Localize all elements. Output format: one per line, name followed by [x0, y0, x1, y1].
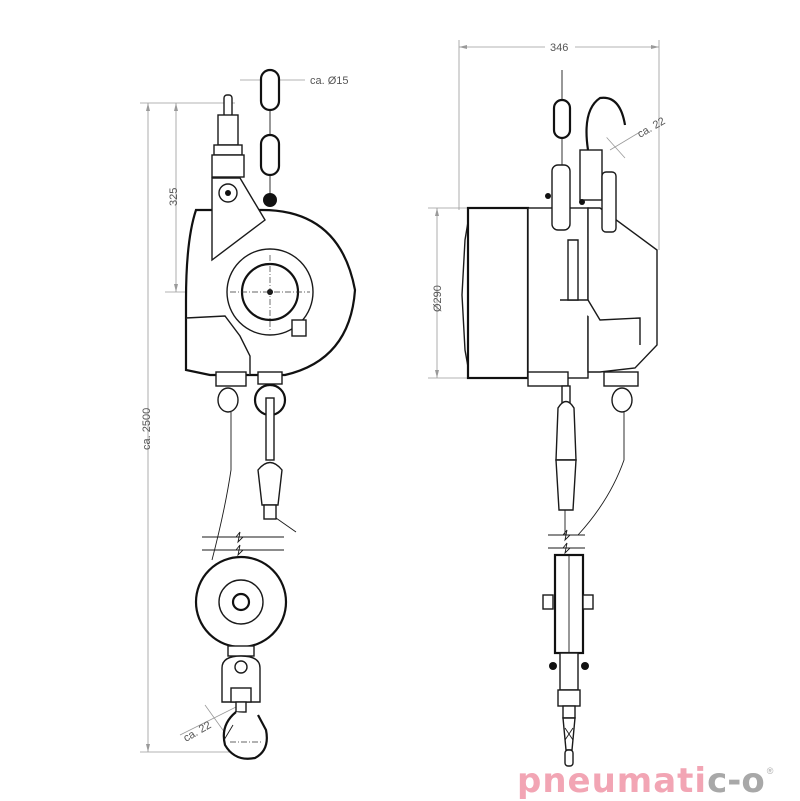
chain — [259, 68, 281, 207]
top-chain-hook-side — [545, 70, 627, 301]
cable-assembly-side — [555, 385, 633, 536]
dim-hook-bottom: ca. 22 — [182, 719, 214, 744]
logo-main-text: pneumati — [517, 761, 708, 801]
dim-width-346: 346 — [550, 42, 568, 54]
dim-chain-diameter: ca. Ø15 — [310, 75, 349, 87]
pneumatico-logo: pneumati c-o ® — [517, 762, 773, 798]
balancer-housing-front — [184, 177, 357, 387]
front-view: ca. Ø15 325 ca. 2500 ca. 22 — [140, 68, 357, 760]
bottom-hook-front — [222, 701, 268, 760]
dim-drum-290: Ø290 — [432, 285, 444, 312]
dim-length-2500: ca. 2500 — [141, 408, 153, 450]
logo-suffix-text: c-o — [707, 761, 765, 801]
dim-hook-top: ca. 22 — [636, 115, 668, 140]
side-view: 346 Ø290 ca. 22 — [428, 40, 668, 767]
top-swivel — [211, 94, 245, 178]
cable-assembly-front — [211, 383, 297, 561]
break-lines-front — [202, 531, 284, 557]
registered-mark: ® — [766, 766, 774, 776]
break-lines-side — [548, 529, 585, 555]
pulley-front — [194, 555, 288, 703]
balancer-housing-side — [461, 206, 658, 387]
dim-height-325: 325 — [168, 188, 180, 206]
pulley-side — [542, 553, 594, 767]
